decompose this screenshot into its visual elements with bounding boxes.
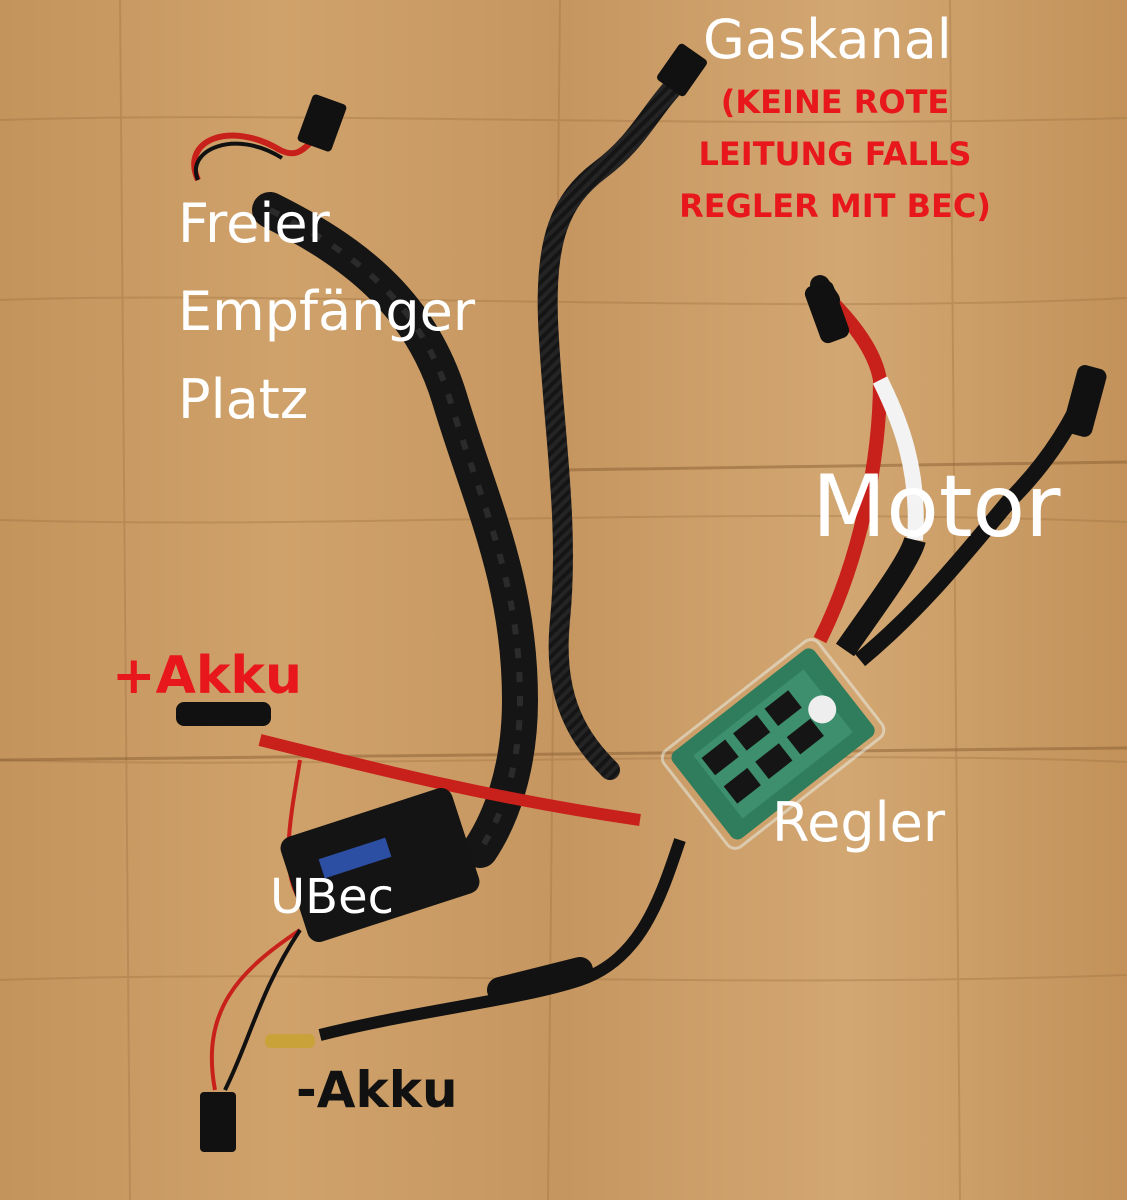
motor-leads bbox=[804, 275, 1107, 667]
free-receiver-slot-label: Freier Empfänger Platz bbox=[178, 180, 475, 444]
ubec-module bbox=[200, 759, 480, 1152]
ubec-plug bbox=[200, 1092, 236, 1152]
bec-warning-line1: (KEINE ROTE bbox=[720, 83, 950, 121]
battery-plus-label: +Akku bbox=[112, 646, 302, 706]
battery-plus-lead bbox=[176, 702, 641, 826]
bec-warning-line2: LEITUNG FALLS bbox=[698, 135, 972, 173]
battery-minus-bullet bbox=[265, 1034, 315, 1048]
esc-label: Regler bbox=[772, 791, 946, 854]
free-receiver-slot-line3: Platz bbox=[178, 368, 309, 431]
free-receiver-slot-line1: Freier bbox=[178, 192, 330, 255]
ubec-label: UBec bbox=[270, 869, 394, 925]
battery-plus-connector bbox=[176, 702, 271, 726]
throttle-lead bbox=[537, 43, 707, 780]
esc-board bbox=[660, 638, 886, 850]
throttle-channel-label: Gaskanal bbox=[703, 8, 952, 71]
throttle-plug bbox=[657, 43, 707, 97]
motor-connector-2 bbox=[1062, 365, 1107, 437]
bec-warning-line3: REGLER MIT BEC) bbox=[679, 187, 991, 225]
free-receiver-plug bbox=[297, 94, 347, 152]
motor-label: Motor bbox=[812, 457, 1061, 557]
bec-warning-label: (KEINE ROTE LEITUNG FALLS REGLER MIT BEC… bbox=[672, 76, 998, 232]
motor-connector-1 bbox=[804, 280, 850, 344]
battery-minus-label: -Akku bbox=[296, 1061, 458, 1119]
free-receiver-lead bbox=[191, 94, 539, 868]
battery-minus-lead bbox=[265, 838, 686, 1048]
free-receiver-slot-line2: Empfänger bbox=[178, 280, 476, 343]
